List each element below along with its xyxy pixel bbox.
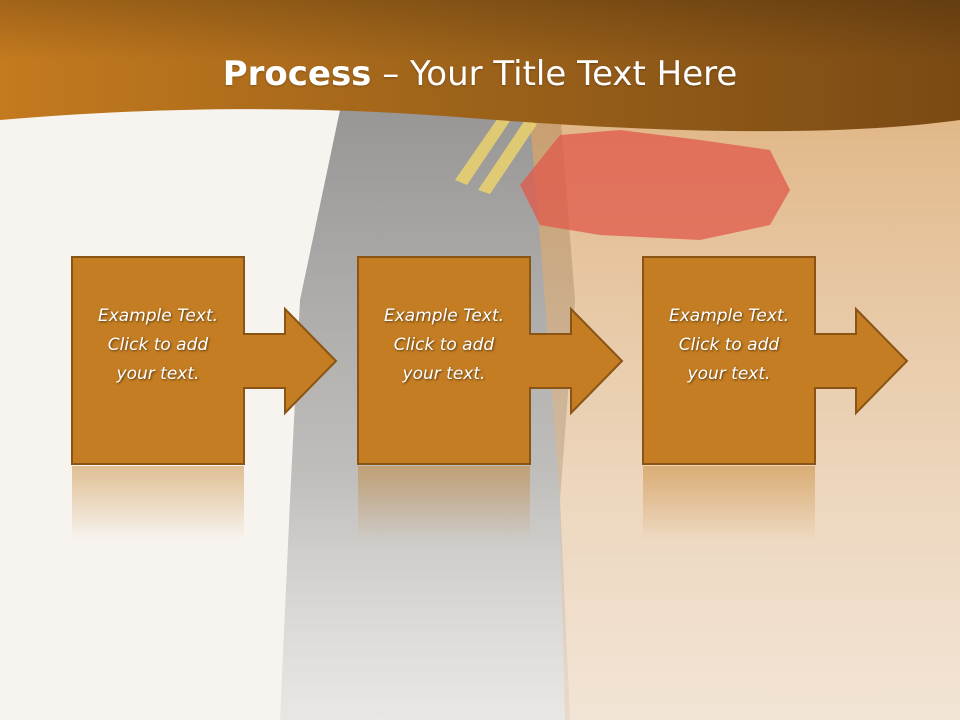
step-1-textbox[interactable]: Example Text. Click to add your text. bbox=[72, 257, 244, 464]
step-1-text: Example Text. Click to add your text. bbox=[97, 306, 219, 384]
step-2-textbox[interactable]: Example Text. Click to add your text. bbox=[358, 257, 530, 464]
slide-title[interactable]: Process – Your Title Text Here bbox=[0, 52, 960, 96]
step-1-shape[interactable] bbox=[71, 256, 338, 465]
title-bold: Process bbox=[222, 54, 372, 94]
step-2-shape[interactable] bbox=[357, 256, 624, 465]
step-3-shape[interactable] bbox=[642, 256, 909, 465]
step-2-text: Example Text. Click to add your text. bbox=[383, 306, 505, 384]
yellow-stripe bbox=[455, 115, 512, 185]
red-sleeve bbox=[520, 130, 790, 240]
process-steps bbox=[71, 256, 909, 465]
yellow-stripe bbox=[478, 120, 537, 194]
step-3-text: Example Text. Click to add your text. bbox=[668, 306, 790, 384]
step-1-reflection bbox=[72, 466, 244, 541]
step-2-reflection bbox=[358, 466, 530, 541]
title-rest: – Your Title Text Here bbox=[371, 54, 738, 94]
step-3-reflection bbox=[643, 466, 815, 541]
header-shade bbox=[0, 0, 960, 60]
reflections bbox=[72, 466, 815, 541]
step-3-textbox[interactable]: Example Text. Click to add your text. bbox=[643, 257, 815, 464]
